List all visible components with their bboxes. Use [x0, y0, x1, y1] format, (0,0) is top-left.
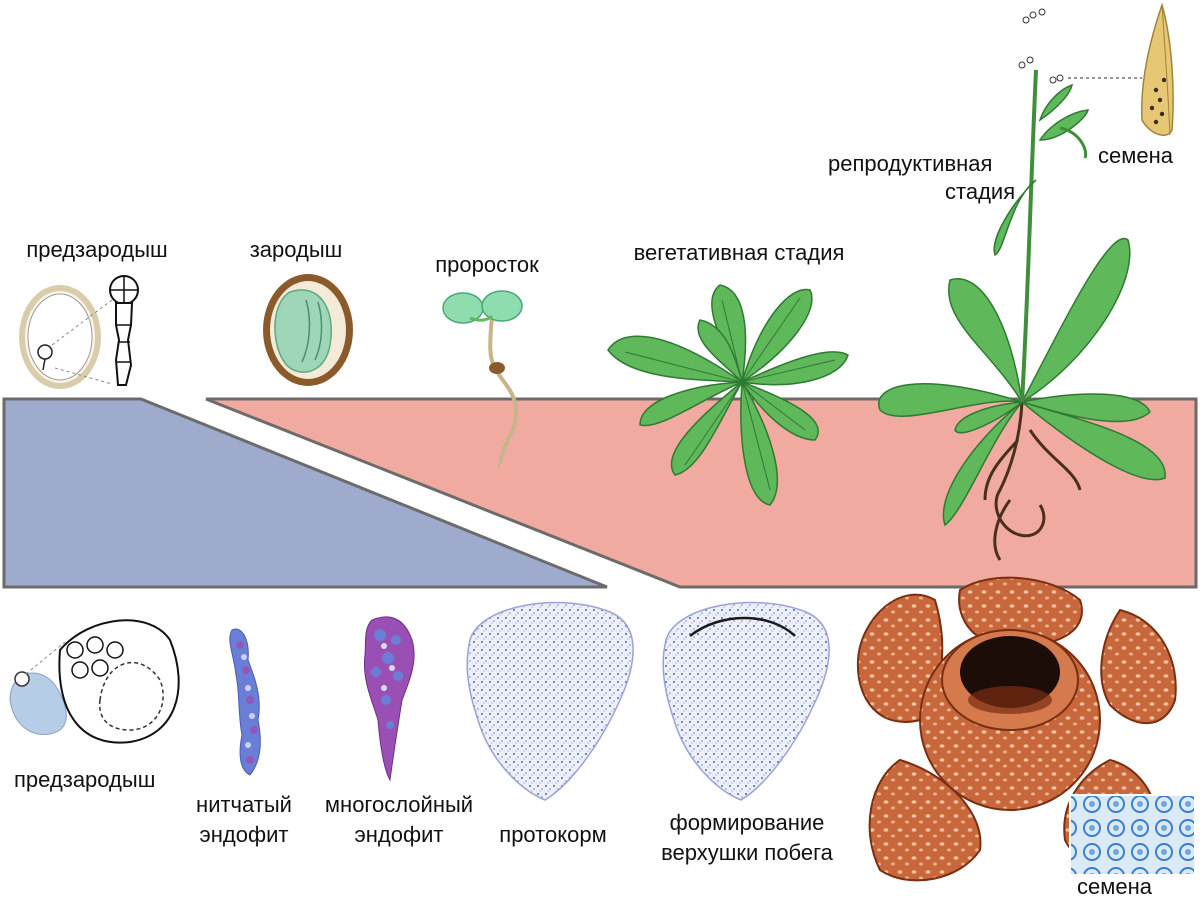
label-seedling: проросток: [435, 252, 539, 277]
label-vegetative: вегетативная стадия: [634, 240, 845, 265]
silique-seeds-icon: [1140, 2, 1174, 136]
rafflesia-flower-icon: [856, 576, 1196, 882]
stage-bands: [2, 397, 1198, 589]
rosette-plant-icon: [607, 284, 849, 506]
protocorm-icon: [466, 601, 634, 801]
label-shoot-2: верхушки побега: [661, 840, 834, 865]
label-filamentous-1: нитчатый: [196, 792, 292, 817]
label-filamentous-2: эндофит: [200, 822, 289, 847]
flowering-plant-icon: [878, 8, 1166, 561]
embryo-band: [2, 397, 608, 589]
seedling-icon: [442, 290, 523, 469]
label-embryo: зародыш: [250, 237, 343, 262]
shoot-apex-icon: [662, 601, 830, 801]
host-cell-proembryo-icon: [9, 619, 180, 744]
label-proembryo-bottom: предзародыш: [14, 767, 155, 792]
label-multilayer-1: многослойный: [325, 792, 473, 817]
label-proembryo-top: предзародыш: [26, 237, 167, 262]
label-reproductive-2: стадия: [945, 179, 1015, 204]
ovule-proembryo-icon: [19, 275, 139, 389]
label-protocorm: протокорм: [499, 822, 606, 847]
label-seeds-top: семена: [1098, 143, 1174, 168]
filamentous-endophyte-icon: [229, 628, 261, 776]
label-reproductive-1: репродуктивная: [828, 151, 992, 176]
label-seeds-bottom: семена: [1077, 874, 1153, 899]
seedling-band: [205, 397, 1198, 589]
multilayer-endophyte-icon: [363, 616, 415, 782]
label-shoot-1: формирование: [670, 810, 825, 835]
seed-embryo-icon: [263, 274, 353, 386]
label-multilayer-2: эндофит: [355, 822, 444, 847]
